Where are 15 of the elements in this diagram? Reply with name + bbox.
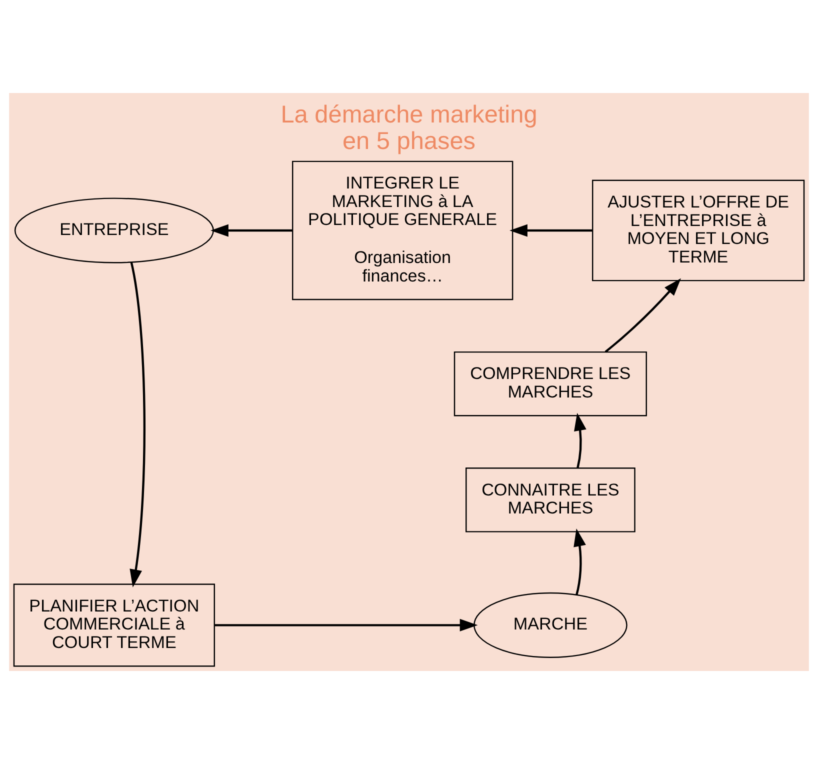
arrow xyxy=(573,528,586,595)
diagram-title: La démarche marketing en 5 phases xyxy=(280,100,537,155)
node-ellipse: ENTREPRISE xyxy=(14,197,214,263)
arrow xyxy=(509,224,592,236)
arrow xyxy=(574,412,586,468)
node-ellipse: MARCHE xyxy=(473,592,627,658)
arrow xyxy=(129,261,145,587)
node-box: AJUSTER L’OFFRE DE L’ENTREPRISE à MOYEN ET LONG TERME xyxy=(592,179,804,281)
node-box: CONNAITRE LES MARCHES xyxy=(465,467,635,532)
arrow xyxy=(604,278,681,352)
node-box: INTEGRER LE MARKETING à LA POLITIQUE GENERALE Organisation finances… xyxy=(292,160,513,300)
node-box: PLANIFIER L’ACTION COMMERCIALE à COURT TERME xyxy=(12,583,215,666)
arrow xyxy=(210,224,292,236)
node-box: COMPRENDRE LES MARCHES xyxy=(453,350,646,416)
arrow xyxy=(214,618,478,631)
